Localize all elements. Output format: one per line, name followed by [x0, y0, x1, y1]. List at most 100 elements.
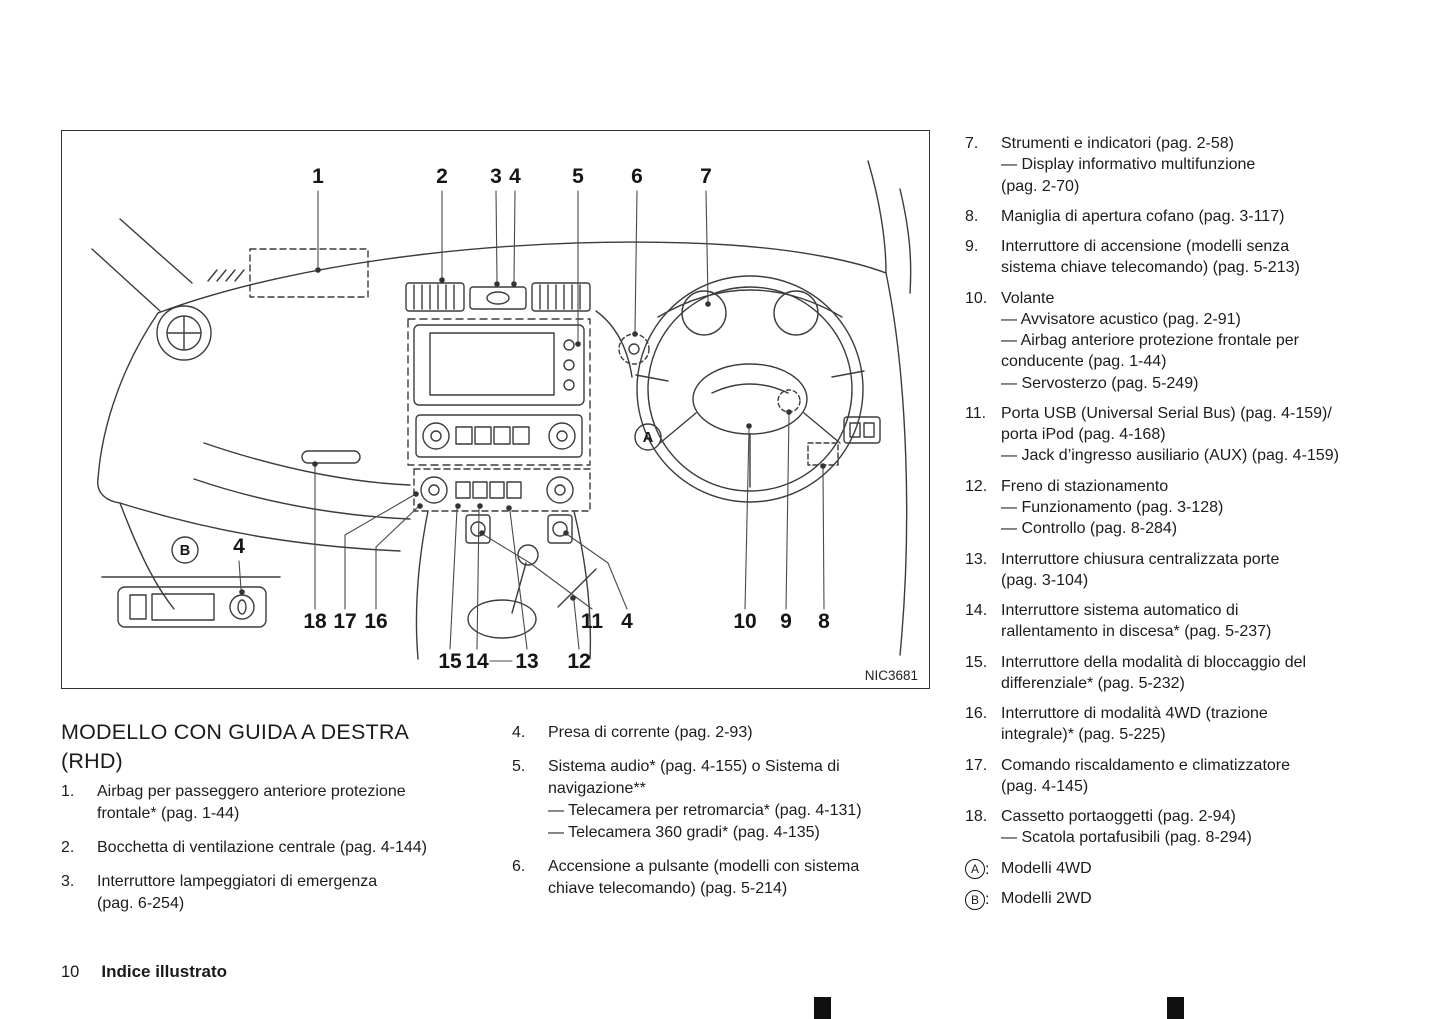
item-text: Sistema audio* (pag. 4-155) o Sistema di…	[548, 758, 862, 842]
item-number: 11.	[965, 404, 987, 422]
item-number: 13.	[965, 550, 988, 568]
legend-item-b: B: Modelli 2WD	[965, 888, 1375, 910]
item-number: 15.	[965, 653, 988, 671]
list-item-4: 4. Presa di corrente (pag. 2-93)	[512, 722, 937, 744]
item-text: Interruttore di accensione (modelli senz…	[1001, 238, 1300, 277]
section-title: Indice illustrato	[101, 962, 227, 981]
item-text: Accensione a pulsante (modelli con siste…	[548, 858, 860, 898]
item-text: Strumenti e indicatori (pag. 2-58) — Dis…	[1001, 135, 1256, 195]
right-switch-panel	[843, 416, 881, 444]
page-footer: 10 Indice illustrato	[61, 962, 227, 982]
callout-12: 12	[567, 650, 590, 673]
circled-b-icon: B	[965, 889, 985, 910]
callout-10: 10	[733, 610, 756, 633]
legend-a-circle	[634, 423, 662, 451]
callout-6: 6	[631, 165, 643, 188]
item-number: 16.	[965, 705, 988, 723]
item-number: 2.	[61, 839, 75, 857]
center-console	[415, 510, 597, 660]
left-air-vent	[156, 305, 212, 361]
legend-key: B:	[965, 888, 1001, 910]
legend-colon: :	[985, 890, 990, 908]
dashboard-figure: 1 2 3 4 5 6 7 18 17 16 15 14 13 12 11 4 …	[61, 130, 930, 689]
parking-brake-lever	[557, 568, 597, 608]
print-mark	[814, 997, 831, 1019]
list-item-6: 6. Accensione a pulsante (modelli con si…	[512, 856, 937, 900]
list-item-18: 18. Cassetto portaoggetti (pag. 2-94) — …	[965, 806, 1375, 849]
inset-power-outlet	[229, 594, 255, 620]
center-vent-right	[531, 282, 591, 312]
list-item-3: 3. Interruttore lampeggiatori di emergen…	[61, 871, 506, 915]
list-item-15: 15. Interruttore della modalità di blocc…	[965, 652, 1375, 695]
glovebox	[193, 442, 411, 520]
legend-text: Modelli 4WD	[1001, 859, 1092, 877]
item-text: Interruttore di modalità 4WD (trazione i…	[1001, 705, 1268, 744]
list-item-11: 11. Porta USB (Universal Serial Bus) (pa…	[965, 403, 1375, 467]
callout-4: 4	[509, 165, 521, 188]
list-item-1: 1. Airbag per passeggero anteriore prote…	[61, 781, 506, 825]
item-number: 7.	[965, 135, 979, 152]
circled-a-icon: A	[965, 859, 985, 880]
list-item-8: 8. Maniglia di apertura cofano (pag. 3-1…	[965, 206, 1375, 227]
dashboard-illustration: 1 2 3 4 5 6 7 18 17 16 15 14 13 12 11 4 …	[91, 160, 918, 683]
item-number: 18.	[965, 808, 988, 826]
callout-4-inset: 4	[233, 535, 245, 558]
power-outlet	[465, 514, 491, 544]
item-text: Interruttore chiusura centralizzata port…	[1001, 550, 1280, 589]
callout-14: 14	[465, 650, 489, 673]
item-number: 6.	[512, 858, 526, 876]
item-number: 4.	[512, 724, 526, 741]
left-column: 1. Airbag per passeggero anteriore prote…	[61, 781, 506, 927]
passenger-airbag-outline	[249, 248, 369, 298]
item-text: Interruttore lampeggiatori di emergenza …	[97, 873, 378, 913]
callout-8: 8	[818, 610, 830, 633]
item-text: Maniglia di apertura cofano (pag. 3-117)	[1001, 207, 1285, 225]
callout-1: 1	[312, 165, 324, 188]
page-number: 10	[61, 963, 80, 981]
item-text: Presa di corrente (pag. 2-93)	[548, 724, 753, 741]
item-number: 17.	[965, 756, 988, 774]
item-text: Cassetto portaoggetti (pag. 2-94) — Scat…	[1001, 808, 1252, 847]
page-title: MODELLO CON GUIDA A DESTRA (RHD)	[61, 720, 410, 773]
column-stalk-left	[635, 374, 669, 382]
item-text: Airbag per passeggero anteriore protezio…	[97, 783, 406, 823]
callout-7: 7	[700, 165, 712, 188]
callout-16: 16	[364, 610, 387, 633]
usb-aux-panel	[547, 514, 573, 544]
callout-3: 3	[490, 165, 502, 188]
callout-13: 13	[515, 650, 538, 673]
middle-column: 4. Presa di corrente (pag. 2-93) 5. Sist…	[512, 722, 937, 913]
list-item-2: 2. Bocchetta di ventilazione centrale (p…	[61, 837, 506, 859]
item-number: 8.	[965, 207, 979, 225]
print-mark	[1167, 997, 1184, 1019]
callout-labels: 1 2 3 4 5 6 7 18 17 16 15 14 13 12 11 4 …	[180, 165, 918, 683]
list-item-16: 16. Interruttore di modalità 4WD (trazio…	[965, 703, 1375, 746]
legend-item-a: A: Modelli 4WD	[965, 858, 1375, 880]
legend-colon: :	[985, 860, 990, 878]
center-vent-left	[405, 282, 465, 312]
item-text: Interruttore della modalità di bloccaggi…	[1001, 653, 1307, 692]
item-number: 9.	[965, 238, 979, 256]
shift-knob	[517, 544, 539, 566]
callout-17: 17	[333, 610, 356, 633]
callout-11: 11	[581, 610, 604, 633]
leader-lines	[238, 190, 825, 662]
nav-screen	[429, 332, 555, 396]
nav-screen-bezel	[413, 324, 585, 406]
column-stalk-right	[831, 370, 865, 378]
leader-dots	[239, 267, 826, 601]
figure-code: NIC3681	[865, 668, 918, 683]
list-item-5: 5. Sistema audio* (pag. 4-155) o Sistema…	[512, 756, 937, 844]
ignition-switch-outline	[777, 389, 801, 413]
dashboard-outline	[91, 160, 912, 656]
right-column: 7. Strumenti e indicatori (pag. 2-58) — …	[965, 133, 1375, 918]
callout-9: 9	[780, 610, 792, 633]
inset-2wd-model	[101, 423, 662, 628]
stack-dashed-outline	[407, 318, 591, 466]
callout-4-console: 4	[621, 610, 633, 633]
climate-dashed-outline	[413, 468, 591, 512]
legend-b-circle	[171, 536, 199, 564]
legend-key: A:	[965, 858, 1001, 880]
audio-unit	[415, 414, 583, 458]
item-text: Porta USB (Universal Serial Bus) (pag. 4…	[1001, 404, 1339, 465]
